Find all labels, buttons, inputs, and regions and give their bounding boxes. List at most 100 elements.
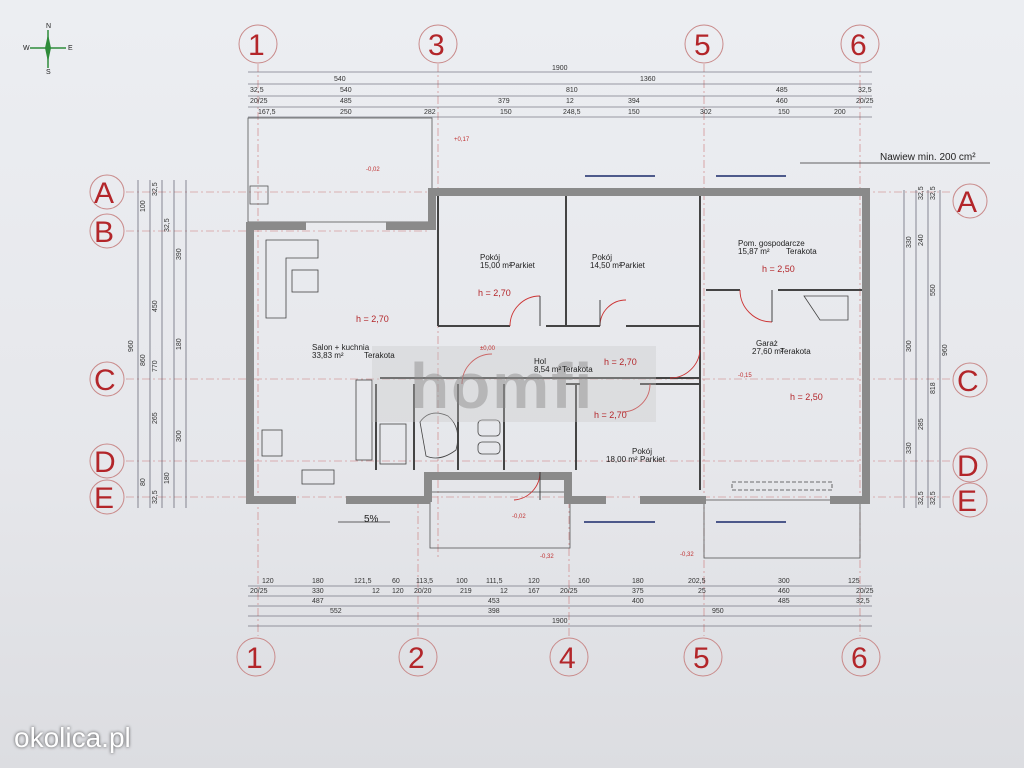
dim-label: 330 (906, 236, 913, 248)
dim-label: 167,5 (258, 109, 276, 116)
room-area: 14,50 m² (590, 261, 622, 270)
bottom-dimension-texts: 120 180 121,5 60 113,5 100 111,5 120 160… (250, 578, 874, 625)
dim-label: 950 (712, 608, 724, 615)
dim-label: 300 (906, 340, 913, 352)
room-name: Salon + kuchnia (312, 343, 370, 352)
left-dimension-chains (137, 180, 187, 508)
dim-label: 20/20 (414, 588, 432, 595)
axis-bottom-1: 1 (246, 642, 263, 675)
right-dimension-chains (903, 190, 941, 508)
dim-label: 32,5 (152, 182, 159, 196)
dim-label: 550 (930, 284, 937, 296)
dim-label: 167 (528, 588, 540, 595)
dim-label: 330 (906, 442, 913, 454)
level-mark: +0,17 (454, 137, 470, 143)
compass-w: W (23, 45, 30, 52)
axis-bottom-6: 6 (851, 642, 868, 675)
level-marks: ±0,00 -0,02 -0,32 +0,17 -0,32 -0,02 -0,1… (366, 137, 752, 560)
axis-right-a: A (957, 186, 977, 219)
room-area: 8,54 m² (534, 365, 561, 374)
dim-label: 818 (930, 382, 937, 394)
axis-top-5: 5 (694, 29, 711, 62)
level-mark: -0,15 (738, 373, 752, 379)
dim-label: 390 (176, 248, 183, 260)
axis-top-1: 1 (248, 29, 265, 62)
axis-top-6: 6 (850, 29, 867, 62)
room-floor: Terakota (364, 351, 395, 360)
dim-label: 960 (128, 340, 135, 352)
axis-left-d: D (94, 446, 116, 479)
room-height: h = 2,70 (478, 288, 511, 298)
top-dimension-chains (248, 71, 872, 118)
dim-label: 250 (340, 109, 352, 116)
dim-label: 12 (372, 588, 380, 595)
dim-label: 248,5 (563, 109, 581, 116)
bottom-dimension-chains (248, 585, 872, 627)
axis-bottom-4: 4 (559, 642, 576, 675)
left-axis-markers: A B C D E (89, 174, 125, 515)
dim-label: 453 (488, 598, 500, 605)
dim-label: 120 (262, 578, 274, 585)
room-floor: Parkiet (510, 261, 536, 270)
level-mark: -0,02 (512, 514, 526, 520)
dim-label: 120 (392, 588, 404, 595)
room-name: Pokój (480, 253, 500, 262)
dim-label: 540 (340, 87, 352, 94)
room-area: 33,83 m² (312, 351, 344, 360)
room-height: h = 2,50 (790, 392, 823, 402)
dim-label: 111,5 (486, 578, 503, 585)
top-total: 1900 (552, 65, 568, 72)
dim-label: 100 (456, 578, 468, 585)
dim-label: 150 (778, 109, 790, 116)
axis-bottom-2: 2 (408, 642, 425, 675)
dim-label: 180 (176, 338, 183, 350)
dim-label: 485 (778, 598, 790, 605)
section-markers (584, 175, 786, 523)
left-dimension-texts: 960 860 770 390 450 180 265 300 180 32,5… (128, 182, 183, 504)
dim-label: 202,5 (688, 578, 706, 585)
skylight-note: Nawiew min. 200 cm² (880, 152, 976, 163)
dim-label: 460 (776, 98, 788, 105)
room-floor: Terakota (562, 365, 593, 374)
room-name: Garaż (756, 339, 778, 348)
dim-label: 150 (500, 109, 512, 116)
compass-s: S (46, 69, 51, 76)
axis-bottom-5: 5 (693, 642, 710, 675)
dim-label: 12 (566, 98, 574, 105)
room-height: h = 2,70 (604, 357, 637, 367)
top-axis-markers: 1 3 5 6 (238, 24, 880, 64)
dim-label: 125 (848, 578, 860, 585)
dim-label: 300 (778, 578, 790, 585)
dim-label: 960 (942, 344, 949, 356)
dim-label: 20/25 (250, 588, 268, 595)
dim-label: 80 (140, 478, 147, 486)
axis-left-a: A (94, 177, 114, 210)
dim-label: 487 (312, 598, 324, 605)
dim-label: 32,5 (250, 87, 264, 94)
watermark-text: homfi (410, 350, 594, 422)
room-floor: Terakota (786, 247, 817, 256)
brand-logo: okolica.pl (14, 722, 131, 753)
room-floor: Parkiet (620, 261, 646, 270)
compass-e: E (68, 45, 73, 52)
axis-top-3: 3 (428, 29, 445, 62)
bottom-total: 1900 (552, 618, 568, 625)
axis-left-b: B (94, 216, 114, 249)
dim-label: 540 (334, 76, 346, 83)
room-name: Hol (534, 357, 546, 366)
dim-label: 552 (330, 608, 342, 615)
dim-label: 60 (392, 578, 400, 585)
watermark-box (372, 346, 656, 422)
dim-label: 113,5 (416, 578, 433, 585)
dim-label: 375 (632, 588, 644, 595)
dim-label: 32,5 (930, 491, 937, 505)
dim-label: 180 (632, 578, 644, 585)
dim-label: 20/25 (560, 588, 578, 595)
dim-label: 12 (500, 588, 508, 595)
dim-label: 330 (312, 588, 324, 595)
room-area: 18,00 m² (606, 455, 638, 464)
terraces (247, 117, 861, 559)
dim-label: 32,5 (152, 490, 159, 504)
slope-label: 5% (364, 514, 379, 525)
dim-label: 860 (140, 354, 147, 366)
